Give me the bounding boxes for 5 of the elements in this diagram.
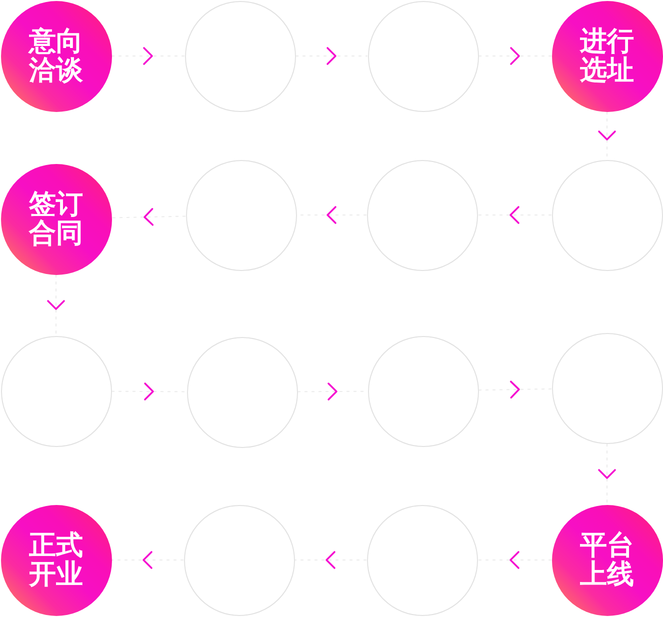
step-label: 进行选址 [579,27,635,85]
step-label: 签订合同 [28,190,84,248]
step-label: 意向洽谈 [28,27,84,85]
step-label: 正式开业 [28,531,84,589]
step-label: 平台上线 [579,531,635,589]
